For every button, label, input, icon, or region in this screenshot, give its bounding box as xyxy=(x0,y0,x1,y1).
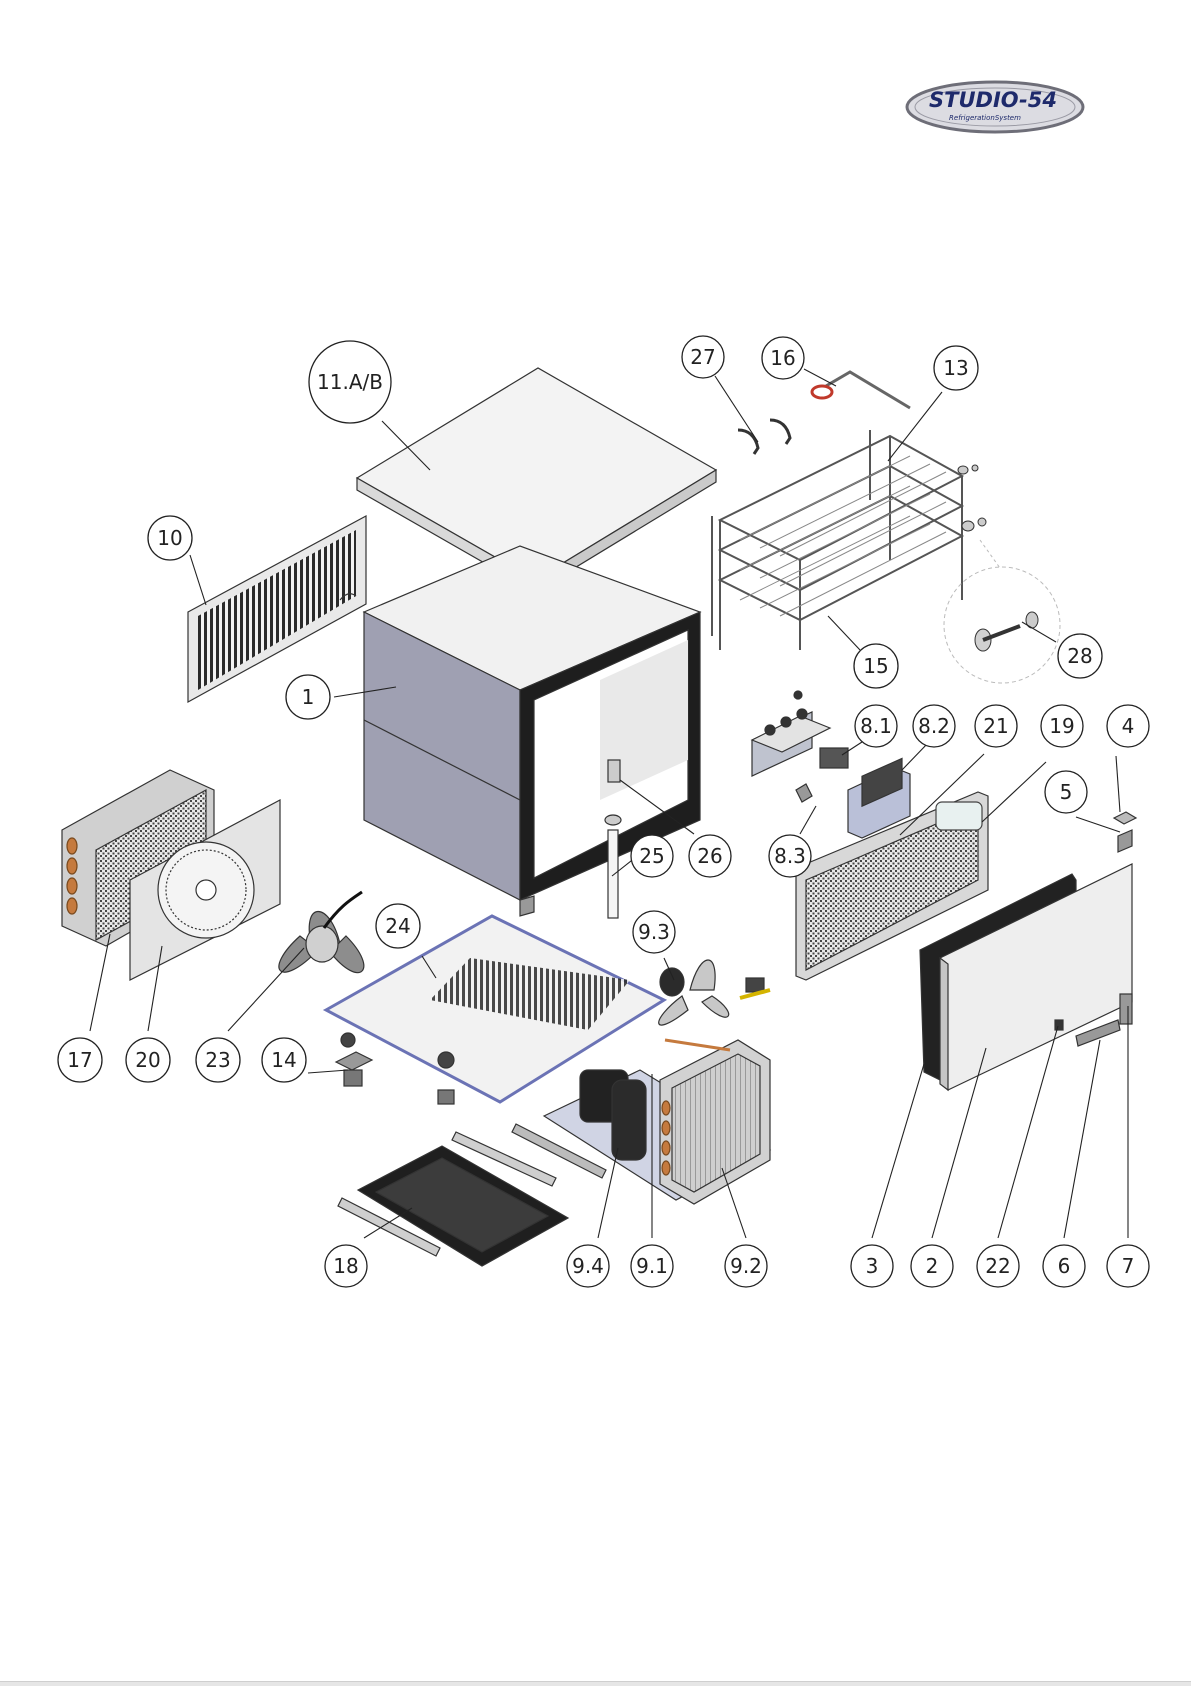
callout-9-1: 9.1 xyxy=(631,1245,673,1287)
callout-label: 6 xyxy=(1058,1254,1071,1278)
callout-label: 25 xyxy=(639,844,664,868)
callout-3: 3 xyxy=(851,1245,893,1287)
callout-label: 21 xyxy=(983,714,1008,738)
callout-label: 14 xyxy=(271,1048,296,1072)
callout-11ab: 11.A/B xyxy=(309,341,391,423)
callout-8-3: 8.3 xyxy=(769,835,811,877)
callout-17: 17 xyxy=(58,1038,102,1082)
callout-7: 7 xyxy=(1107,1245,1149,1287)
callout-label: 18 xyxy=(333,1254,358,1278)
callout-4: 4 xyxy=(1107,705,1149,747)
callout-label: 17 xyxy=(67,1048,92,1072)
callout-label: 4 xyxy=(1122,714,1135,738)
callout-label: 9.1 xyxy=(636,1254,668,1278)
callout-label: 11.A/B xyxy=(317,370,383,394)
callout-26: 26 xyxy=(689,835,731,877)
callout-label: 5 xyxy=(1060,780,1073,804)
callout-18: 18 xyxy=(325,1245,367,1287)
callout-label: 10 xyxy=(157,526,182,550)
callout-label: 8.1 xyxy=(860,714,892,738)
callout-label: 8.3 xyxy=(774,844,806,868)
callout-10: 10 xyxy=(148,516,192,560)
callout-14: 14 xyxy=(262,1038,306,1082)
callout-label: 15 xyxy=(863,654,888,678)
callout-16: 16 xyxy=(762,337,804,379)
callout-20: 20 xyxy=(126,1038,170,1082)
callout-24: 24 xyxy=(376,904,420,948)
condenser-fan-part xyxy=(279,892,364,973)
callout-label: 22 xyxy=(985,1254,1010,1278)
callout-27: 27 xyxy=(682,336,724,378)
page-bottom-edge xyxy=(0,1681,1191,1686)
callout-label: 9.4 xyxy=(572,1254,604,1278)
temperature-probe-part xyxy=(812,372,910,408)
callout-21: 21 xyxy=(975,705,1017,747)
callout-label: 28 xyxy=(1067,644,1092,668)
callout-8-1: 8.1 xyxy=(855,705,897,747)
callout-9-3: 9.3 xyxy=(633,911,675,953)
callout-1: 1 xyxy=(286,675,330,719)
callout-23: 23 xyxy=(196,1038,240,1082)
callout-2: 2 xyxy=(911,1245,953,1287)
callout-5: 5 xyxy=(1045,771,1087,813)
callout-15: 15 xyxy=(854,644,898,688)
callout-label: 16 xyxy=(770,346,795,370)
callout-label: 24 xyxy=(385,914,410,938)
callout-label: 2 xyxy=(926,1254,939,1278)
callout-label: 23 xyxy=(205,1048,230,1072)
callout-label: 27 xyxy=(690,345,715,369)
callout-9-4: 9.4 xyxy=(567,1245,609,1287)
wire-rack-part xyxy=(712,430,962,650)
rear-grille-part xyxy=(188,516,366,702)
callout-label: 13 xyxy=(943,356,968,380)
callout-6: 6 xyxy=(1043,1245,1085,1287)
callout-25: 25 xyxy=(631,835,673,877)
callout-13: 13 xyxy=(934,346,978,390)
callout-label: 20 xyxy=(135,1048,160,1072)
drip-tray-part xyxy=(358,1146,568,1266)
callout-label: 9.2 xyxy=(730,1254,762,1278)
callout-label: 7 xyxy=(1122,1254,1135,1278)
callout-19: 19 xyxy=(1041,705,1083,747)
callout-9-2: 9.2 xyxy=(725,1245,767,1287)
callout-label: 8.2 xyxy=(918,714,950,738)
callout-label: 9.3 xyxy=(638,920,670,944)
callout-label: 26 xyxy=(697,844,722,868)
callout-28: 28 xyxy=(1058,634,1102,678)
callout-8-2: 8.2 xyxy=(913,705,955,747)
callout-label: 3 xyxy=(866,1254,879,1278)
callout-22: 22 xyxy=(977,1245,1019,1287)
callout-label: 1 xyxy=(302,685,315,709)
callout-label: 19 xyxy=(1049,714,1074,738)
electrical-box-part xyxy=(752,691,848,802)
clips-part xyxy=(738,420,790,454)
